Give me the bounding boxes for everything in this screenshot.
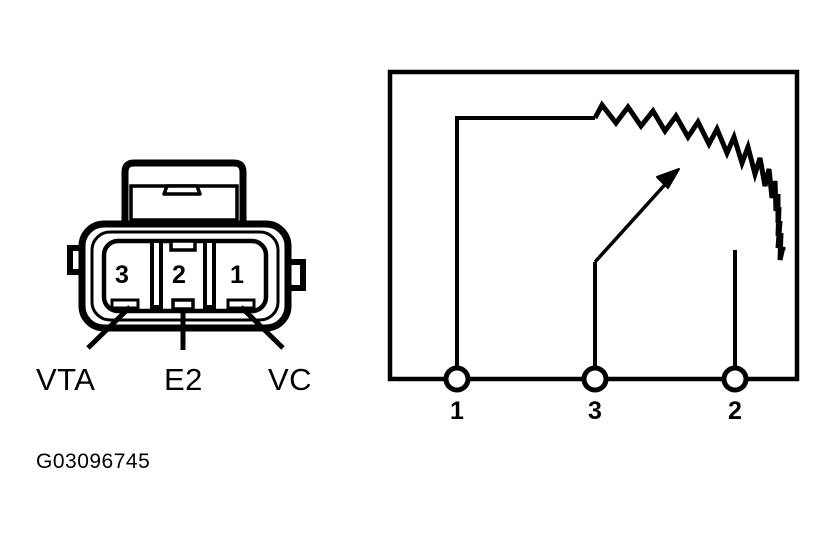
terminal-node-2 <box>721 365 749 393</box>
cavity-seat-left <box>110 298 140 310</box>
signal-label-e2: E2 <box>164 362 203 397</box>
terminal-label-2: 2 <box>728 397 742 425</box>
terminal-node-1 <box>443 365 471 393</box>
wiper-arm <box>593 177 672 264</box>
resistive-element <box>592 100 786 261</box>
potentiometer-schematic <box>387 69 800 393</box>
leader-line-vc <box>239 305 285 350</box>
cavity-divider-left <box>150 239 163 309</box>
signal-label-vta: VTA <box>36 362 96 397</box>
cavity-number-2: 2 <box>172 261 186 289</box>
lead-terminal-1 <box>455 116 595 379</box>
cavity-divider-right <box>203 239 216 309</box>
cavity-number-3: 3 <box>115 261 129 289</box>
cavity-key-notch-top <box>169 239 197 252</box>
cavity-number-1: 1 <box>230 261 244 289</box>
terminal-node-3 <box>581 365 609 393</box>
terminal-label-3: 3 <box>588 397 602 425</box>
cavity-key-notch-bottom <box>171 298 195 311</box>
connector-illustration <box>67 159 306 350</box>
cavity-seat-right <box>226 298 256 310</box>
leader-line-vta <box>86 305 132 350</box>
connector-cap-tab <box>162 184 202 196</box>
figure-caption: G03096745 <box>36 450 151 473</box>
wiper-arrowhead <box>656 168 680 189</box>
terminal-label-1: 1 <box>450 397 464 425</box>
signal-label-vc: VC <box>268 362 313 397</box>
